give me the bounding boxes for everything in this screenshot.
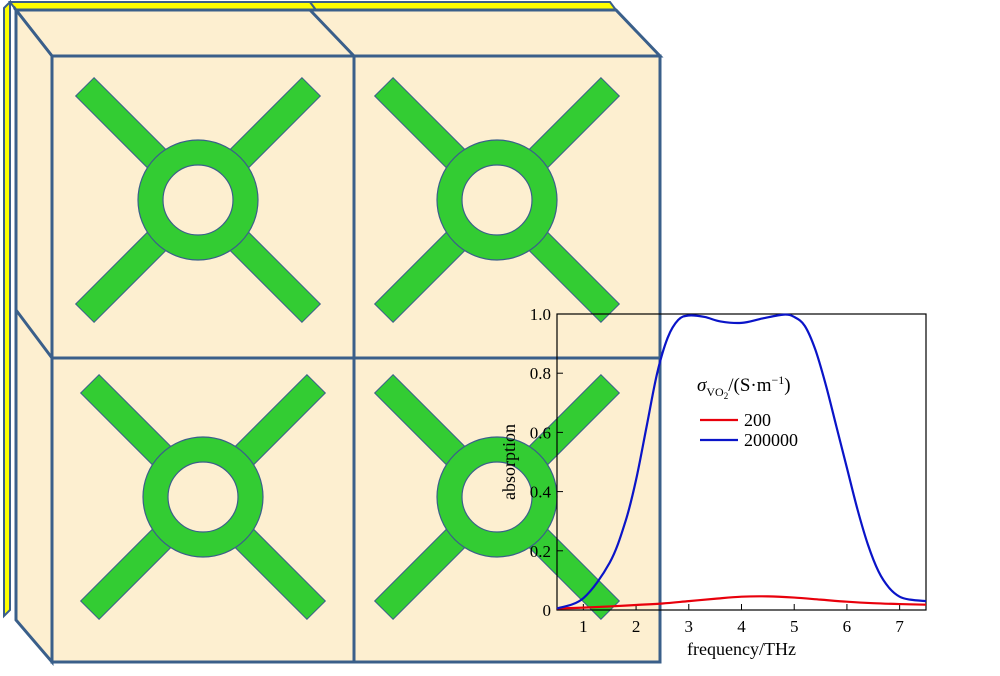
- y-tick-label: 0.2: [530, 542, 551, 561]
- metamaterial-slab: [3, 0, 664, 667]
- y-tick-label: 0.4: [530, 483, 552, 502]
- x-tick-label: 2: [632, 617, 641, 636]
- unit-cell-bottom-left: [79, 373, 327, 621]
- unit-cell-top-left: [74, 76, 322, 324]
- left-face-divider: [14, 309, 54, 359]
- resonator-ring-hole: [461, 461, 533, 533]
- absorption-chart: 1 2 3 4 5 6 7 0 0.2 0.4 0.6 0.8 1.0 frequency/THz abso…: [499, 305, 927, 659]
- x-tick-label: 5: [790, 617, 799, 636]
- legend-title-exponent: −1: [772, 373, 785, 387]
- x-tick-label: 7: [895, 617, 904, 636]
- y-tick-label: 0.6: [530, 423, 551, 442]
- y-tick-label: 1.0: [530, 305, 551, 324]
- x-tick-label: 4: [737, 617, 746, 636]
- y-tick-label: 0.8: [530, 364, 551, 383]
- x-axis-label: frequency/THz: [687, 639, 796, 659]
- y-tick-label: 0: [543, 601, 552, 620]
- x-tick-label: 3: [685, 617, 694, 636]
- legend-title: σVO2/(S·m−1): [697, 373, 791, 401]
- series-line-200: [556, 595, 927, 610]
- resonator-ring-hole: [162, 164, 234, 236]
- legend-title-unit: /(S·m: [728, 375, 772, 396]
- legend-title-subsubscript: 2: [724, 391, 729, 401]
- resonator-ring-hole: [461, 164, 533, 236]
- top-face-divider: [308, 8, 356, 58]
- x-tick-label: 6: [843, 617, 852, 636]
- y-axis-label: absorption: [499, 424, 519, 500]
- resonator-ring-hole: [167, 461, 239, 533]
- legend-title-subscript: VO: [706, 385, 724, 399]
- legend-title-close: ): [784, 375, 790, 396]
- side-layer-back: [3, 0, 11, 619]
- unit-cell-top-right: [373, 76, 621, 324]
- legend-title-symbol: σ: [697, 375, 707, 396]
- legend-label-200: 200: [744, 410, 771, 430]
- resonator-array: [74, 76, 621, 621]
- slab-top-face: [12, 8, 664, 58]
- x-tick-label: 1: [579, 617, 588, 636]
- series-line-200000: [556, 313, 927, 610]
- unit-cell-bottom-right: [373, 373, 621, 621]
- legend-label-200000: 200000: [744, 430, 798, 450]
